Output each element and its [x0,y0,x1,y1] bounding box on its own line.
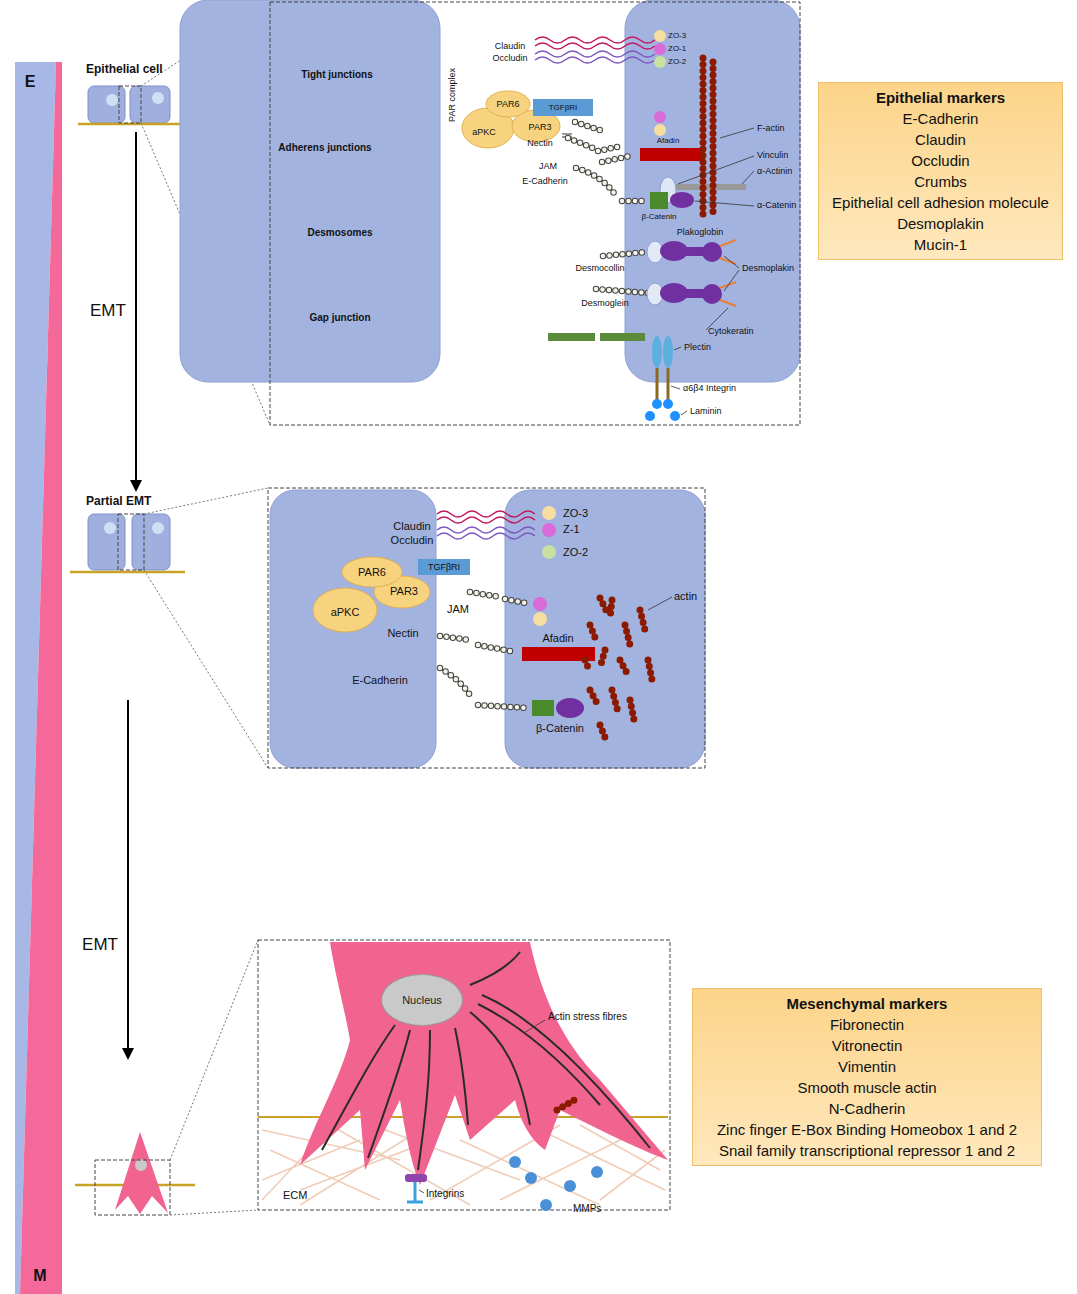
part-label: Occludin [391,534,434,547]
part-label: PAR6 [497,99,520,109]
list-item: Zinc finger E-Box Binding Homeobox 1 and… [701,1119,1033,1140]
nucleus-ellipse: Nucleus [381,974,463,1026]
part-label: Adherens junctions [278,142,371,154]
part-label: ZO-3 [563,507,588,520]
heading: Epithelial cell [86,62,186,76]
part-label: ZO-2 [668,57,686,66]
part-label: Desmocollin [575,263,624,273]
list-item: Claudin [827,129,1054,150]
part-label: Actin stress fibres [548,1011,627,1023]
part-label: Z-1 [563,523,580,536]
list-item: Mucin-1 [827,234,1054,255]
list-item: Epithelial cell adhesion molecule [827,192,1054,213]
list-item: Vitronectin [701,1035,1033,1056]
marker-box: Mesenchymal markersFibronectinVitronecti… [692,988,1042,1166]
part-label: ZO-3 [668,31,686,40]
part-label: JAM [539,161,557,171]
part-label: β-Catenin [536,722,584,735]
heading: Epithelial markers [827,87,1054,108]
part-label: Plectin [684,342,711,352]
part-label: Gap junction [309,312,370,324]
part-label: Claudin [393,520,430,533]
part-label: Integrins [426,1188,464,1200]
part-label: EMT [82,935,118,955]
part-label: Afadin [542,632,573,645]
part-label: α-Actinin [757,166,792,176]
part-label: PAR3 [529,122,552,132]
part-label: Cytokeratin [708,326,754,336]
part-label: ECM [283,1189,307,1202]
list-item: Snail family transcriptional repressor 1… [701,1140,1033,1161]
part-label: PAR3 [390,585,418,598]
part-label: Desmoplakin [742,263,794,273]
part-label: E-Cadherin [522,176,568,186]
part-label: PAR6 [358,566,386,579]
list-item: Smooth muscle actin [701,1077,1033,1098]
part-label: JAM [447,603,469,616]
part-label: Plakoglobin [677,227,724,237]
cell-icon: Partial EMT [86,494,186,574]
list-item: Fibronectin [701,1014,1033,1035]
part-label: aPKC [472,127,496,137]
list-item: Occludin [827,150,1054,171]
part-label: Desmoglein [581,298,629,308]
part-label: α6β4 Integrin [683,383,736,393]
part-label: E-Cadherin [352,674,408,687]
marker-box: Epithelial markersE-CadherinClaudinOcclu… [818,82,1063,260]
part-label: Occludin [492,53,527,63]
part-label: Nectin [387,627,418,640]
part-label: ZO-2 [563,546,588,559]
part-label: β-Catenin [642,212,677,221]
cell-icon: Epithelial cell [86,62,186,126]
part-label: PAR complex [447,68,457,122]
part-label: TGFβRI [549,103,578,112]
axis-letter: M [33,1267,46,1285]
list-item: E-Cadherin [827,108,1054,129]
part-label: ZO-1 [668,44,686,53]
part-label: Desmosomes [307,227,372,239]
heading: Mesenchymal markers [701,993,1033,1014]
part-label: Laminin [690,406,722,416]
list-item: Vimentin [701,1056,1033,1077]
axis-letter: E [25,73,36,91]
part-label: actin [674,590,697,603]
part-label: Vinculin [757,150,788,160]
part-label: TGFβRI [428,562,460,572]
part-label: Claudin [495,41,526,51]
part-label: Afadin [657,136,680,145]
list-item: Crumbs [827,171,1054,192]
edge-label: EMT [90,301,126,321]
heading: Nucleus [402,994,442,1006]
part-label: Tight junctions [301,69,372,81]
part-label: F-actin [757,123,785,133]
part-label: α-Catenin [757,200,796,210]
part-label: MMPs [573,1203,601,1215]
list-item: Desmoplakin [827,213,1054,234]
part-label: aPKC [331,606,360,619]
heading: Partial EMT [86,494,186,508]
list-item: N-Cadherin [701,1098,1033,1119]
part-label: Nectin [527,138,553,148]
arrow-connector [135,132,137,490]
